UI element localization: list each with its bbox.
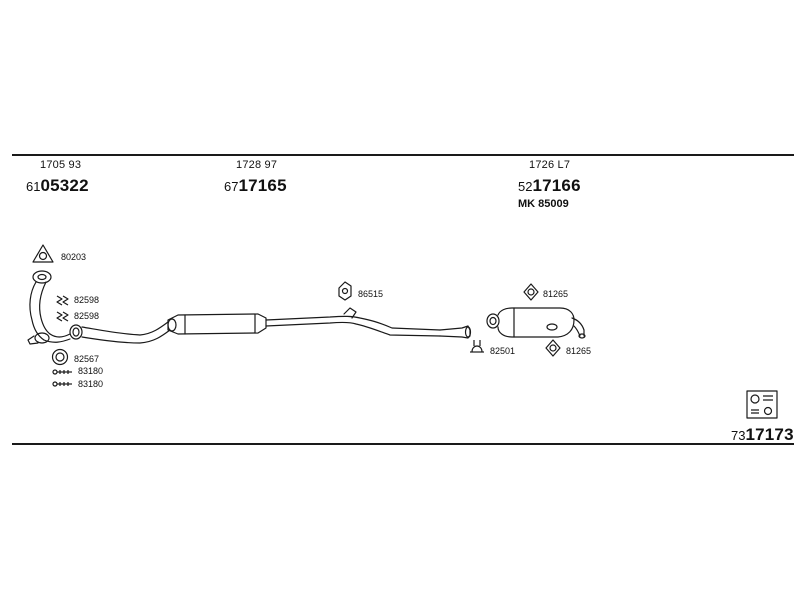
mounting-kit-part-number[interactable]: 7317173 (731, 426, 794, 444)
hanger-ring-icon (545, 339, 561, 357)
front-pipe-part-prefix: 61 (26, 179, 41, 194)
label-triangle-gasket[interactable]: 80203 (61, 252, 87, 262)
bottom-divider (12, 443, 794, 445)
rear-silencer-part-prefix: 52 (518, 179, 533, 194)
hanger-ring-icon (523, 283, 539, 301)
bolt-icon (52, 381, 72, 387)
front-pipe-part-number[interactable]: 6105322 (26, 177, 89, 195)
front-pipe-codes: 1705 93 (40, 159, 81, 171)
front-pipe-ref-code: 1705 93 (40, 159, 82, 171)
mounting-kit-prefix: 73 (731, 428, 746, 443)
middle-silencer-codes: 1728 97 (236, 159, 277, 171)
rear-silencer-inlet-icon (486, 313, 500, 329)
label-rubber-mount[interactable]: 86515 (358, 289, 384, 299)
label-clamp[interactable]: 82501 (490, 346, 516, 356)
label-spring-1[interactable]: 82598 (74, 295, 100, 305)
rear-silencer-assembly[interactable] (486, 307, 586, 339)
clamp-icon (470, 340, 484, 353)
rear-silencer-part-digits: 17166 (532, 176, 581, 195)
pipe-hanger-bracket-icon (343, 307, 357, 319)
rear-silencer-part-number[interactable]: 5217166 MK 85009 (518, 177, 581, 210)
spring-icon (56, 311, 69, 322)
top-divider (12, 154, 794, 156)
middle-silencer-assembly[interactable] (81, 307, 472, 344)
front-pipe-joint-flange-icon (69, 324, 83, 340)
ring-gasket-icon (51, 348, 69, 366)
label-bolt-1[interactable]: 83180 (78, 366, 104, 376)
label-bolt-2[interactable]: 83180 (78, 379, 104, 389)
label-hanger-ring-2[interactable]: 81265 (566, 346, 592, 356)
middle-silencer-ref-code: 1728 97 (236, 159, 278, 171)
middle-silencer-part-digits: 17165 (238, 176, 287, 195)
spring-icon (56, 295, 69, 306)
tail-pipe-icon (571, 317, 585, 337)
label-hanger-ring-1[interactable]: 81265 (543, 289, 569, 299)
front-pipe-lower-flange-icon (34, 332, 50, 344)
rear-silencer-body-icon (497, 307, 575, 338)
bolt-icon (52, 369, 72, 375)
middle-silencer-body-icon (167, 313, 267, 335)
rubber-mount-icon (338, 281, 352, 301)
label-spring-2[interactable]: 82598 (74, 311, 100, 321)
rear-silencer-codes: 1726 L7 (529, 159, 570, 171)
rear-silencer-mk-code: MK 85009 (518, 198, 569, 210)
rear-silencer-ref-code: 1726 L7 (529, 159, 571, 171)
front-pipe-top-flange-icon (32, 270, 52, 284)
front-pipe[interactable] (27, 270, 83, 345)
front-pipe-part-digits: 05322 (40, 176, 89, 195)
label-ring-gasket[interactable]: 82567 (74, 354, 100, 364)
middle-silencer-part-number[interactable]: 6717165 (224, 177, 287, 195)
triangle-gasket-icon (32, 244, 54, 263)
mounting-kit-digits: 17173 (745, 425, 794, 444)
mounting-kit-icon (746, 390, 778, 419)
middle-silencer-part-prefix: 67 (224, 179, 239, 194)
